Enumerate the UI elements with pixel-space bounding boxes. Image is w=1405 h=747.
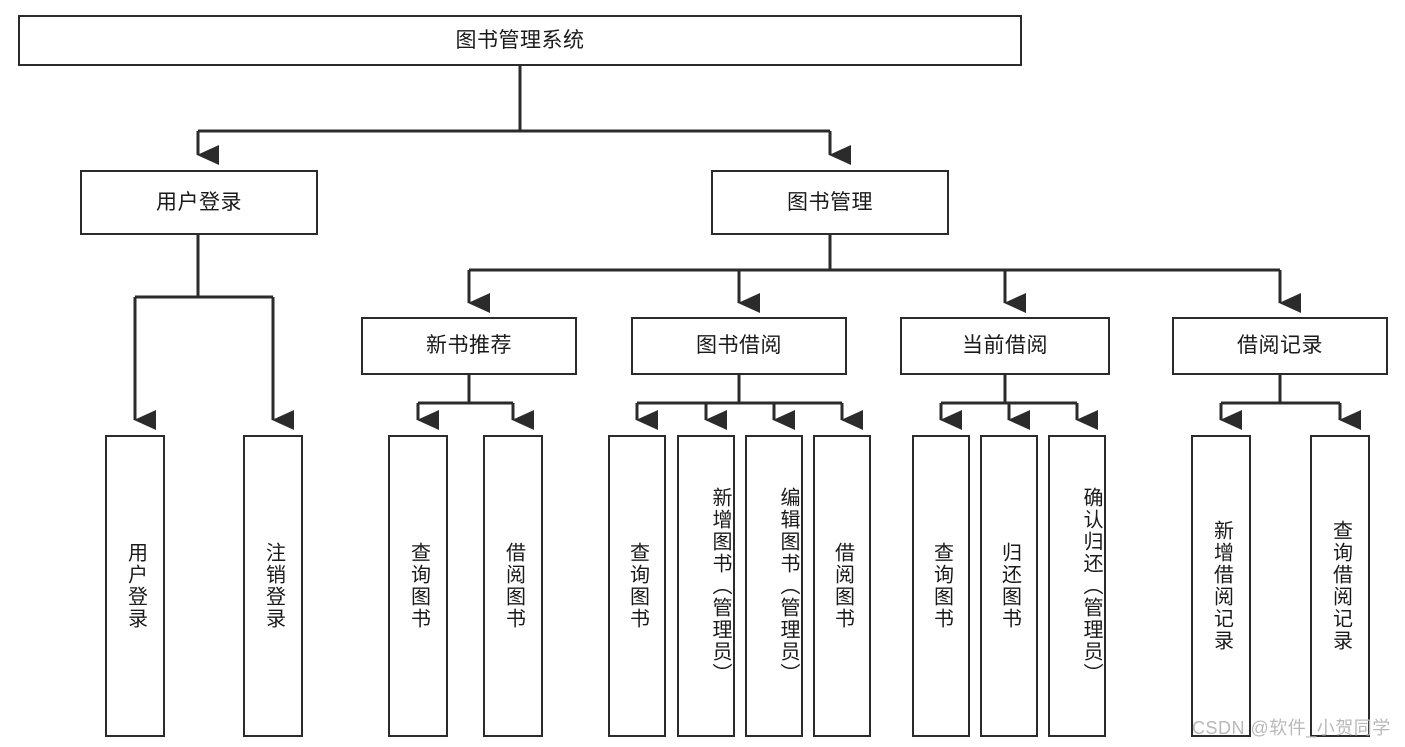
leaf-return-book[interactable]: 归还图书	[980, 435, 1038, 737]
leaf-logout[interactable]: 注销登录	[243, 435, 303, 737]
leaf-borrow-book-borrow[interactable]: 借阅图书	[813, 435, 871, 737]
leaf-confirm-return-admin[interactable]: 确认归还（管理员）	[1048, 435, 1106, 737]
leaf-user-login[interactable]: 用户登录	[105, 435, 165, 737]
leaf-add-borrow-record[interactable]: 新增借阅记录	[1191, 435, 1251, 737]
leaf-edit-book-admin[interactable]: 编辑图书（管理员）	[745, 435, 803, 737]
node-root[interactable]: 图书管理系统	[18, 15, 1022, 66]
node-borrow-record[interactable]: 借阅记录	[1172, 317, 1388, 375]
leaf-borrow-book-new[interactable]: 借阅图书	[483, 435, 543, 737]
leaf-query-borrow-record[interactable]: 查询借阅记录	[1310, 435, 1370, 737]
leaf-query-book-borrow[interactable]: 查询图书	[608, 435, 666, 737]
node-book-borrow[interactable]: 图书借阅	[631, 317, 847, 375]
node-current-borrow[interactable]: 当前借阅	[900, 317, 1110, 375]
leaf-add-book-admin[interactable]: 新增图书（管理员）	[677, 435, 735, 737]
leaf-query-book-new[interactable]: 查询图书	[388, 435, 448, 737]
leaf-query-book-current[interactable]: 查询图书	[912, 435, 970, 737]
node-book-manage[interactable]: 图书管理	[711, 170, 949, 235]
watermark: CSDN @软件_小贺同学	[1192, 718, 1391, 738]
node-user-login[interactable]: 用户登录	[80, 170, 318, 235]
node-new-book-recommend[interactable]: 新书推荐	[361, 317, 577, 375]
